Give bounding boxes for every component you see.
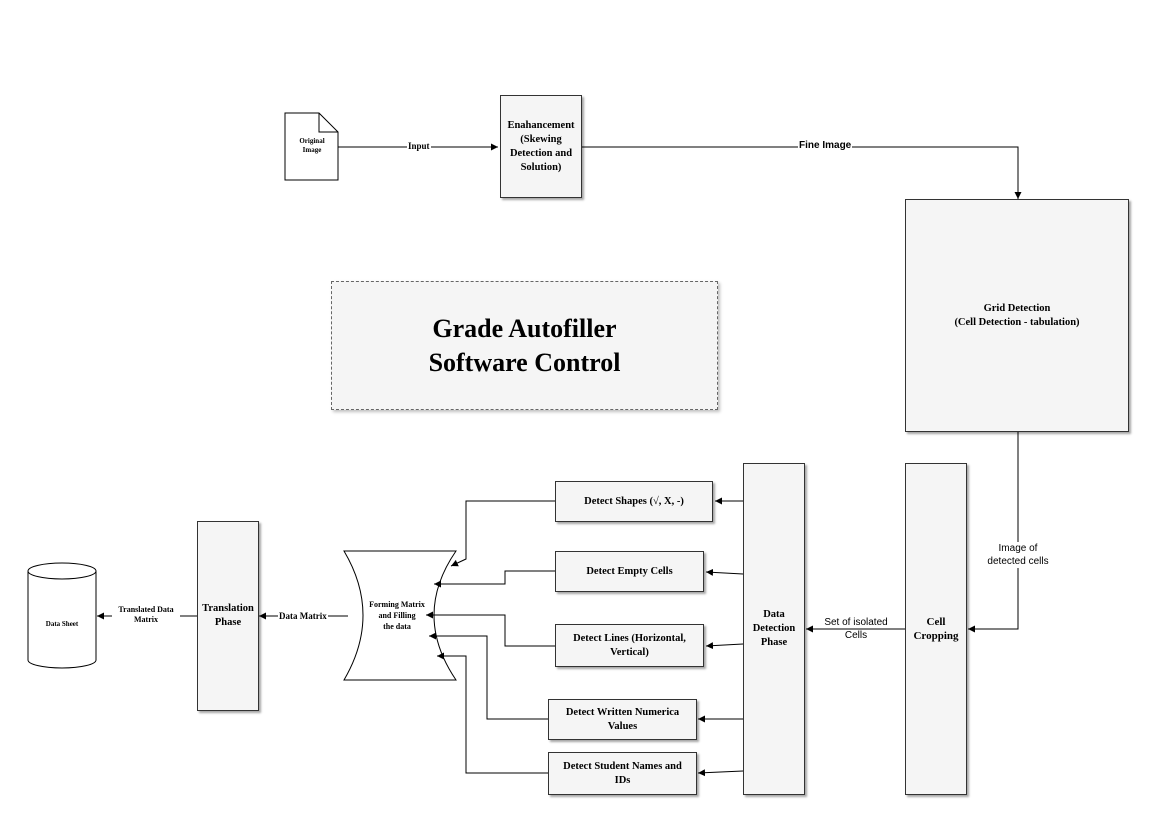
edge-lines-to-matrix	[426, 611, 555, 647]
data-detection-node[interactable]: Data Detection Phase	[743, 463, 805, 795]
edge-label-image-of-cells: Image of detected cells	[982, 542, 1054, 568]
edge-label-data-matrix: Data Matrix	[278, 611, 328, 621]
cell-cropping-node[interactable]: Cell Cropping	[905, 463, 967, 795]
edge-to-lines	[705, 642, 744, 650]
edge-shapes-to-matrix	[450, 500, 555, 567]
detect-empty-node[interactable]: Detect Empty Cells	[555, 551, 704, 592]
original-image-label: Original Image	[299, 137, 325, 154]
detect-shapes-node[interactable]: Detect Shapes (√, X, -)	[555, 481, 713, 522]
edge-names-to-matrix	[437, 652, 548, 774]
data-sheet-label: Data Sheet	[45, 620, 79, 628]
edge-label-input: Input	[407, 141, 431, 151]
detect-lines-node[interactable]: Detect Lines (Horizontal, Vertical)	[555, 624, 704, 667]
data-sheet-cylinder	[27, 562, 97, 669]
edge-to-empty	[705, 568, 744, 576]
edge-label-fine-image: Fine Image	[798, 140, 853, 151]
detect-numeric-node[interactable]: Detect Written Numerica Values	[548, 699, 697, 740]
translation-node[interactable]: Translation Phase	[197, 521, 259, 711]
edge-to-names	[697, 769, 744, 777]
edge-fine-image	[581, 146, 1022, 199]
edge-numeric-to-matrix	[429, 632, 548, 720]
edge-image-of-cells	[968, 431, 1019, 633]
original-image-doc	[284, 112, 339, 181]
enhancement-node[interactable]: Enahancement (Skewing Detection and Solu…	[500, 95, 582, 198]
grid-detection-node[interactable]: Grid Detection (Cell Detection - tabulat…	[905, 199, 1129, 432]
detect-names-node[interactable]: Detect Student Names and IDs	[548, 752, 697, 795]
edge-empty-to-matrix	[434, 570, 555, 588]
forming-matrix-label: Forming Matrix and Filling the data	[369, 600, 425, 631]
edge-label-isolated-cells: Set of isolated Cells	[824, 617, 888, 641]
edge-label-translated-matrix: Translated Data Matrix	[112, 605, 180, 625]
diagram-title: Grade Autofiller Software Control	[331, 281, 718, 410]
